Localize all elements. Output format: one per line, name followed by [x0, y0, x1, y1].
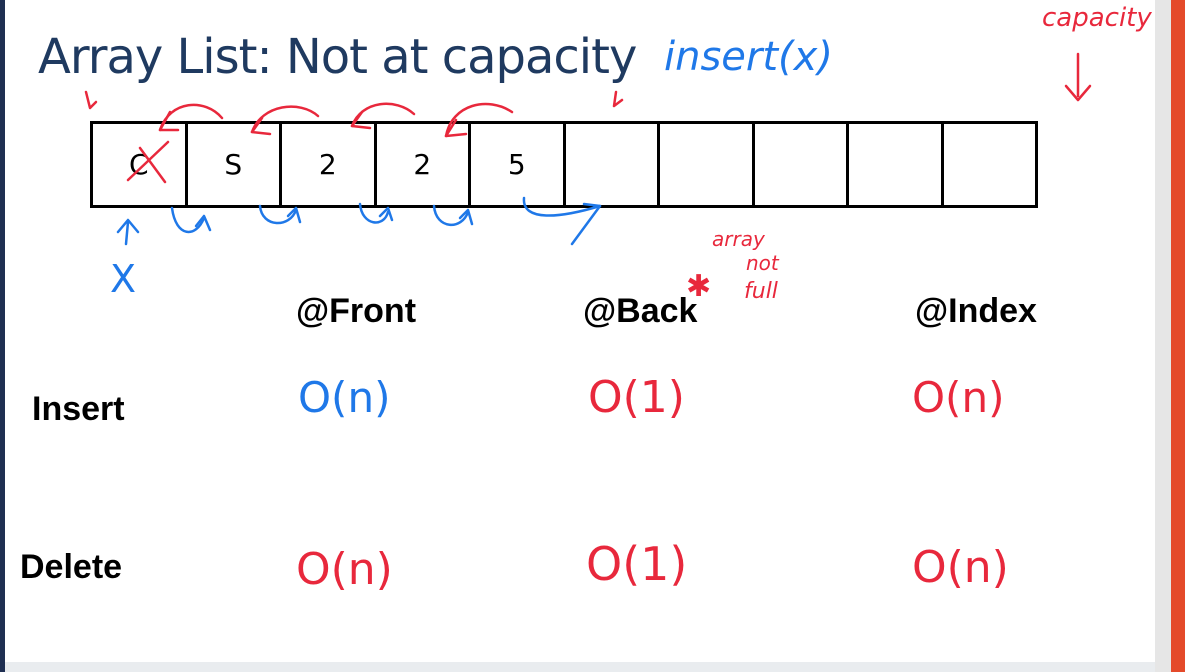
row-header-delete: Delete: [20, 548, 123, 586]
array-cell: 5: [471, 124, 566, 205]
right-margin: [1155, 0, 1171, 672]
array-cell: [849, 124, 944, 205]
down-arrow-icon: [1064, 52, 1092, 102]
capacity-note: capacity: [1042, 3, 1152, 33]
array-cell: C: [93, 124, 188, 205]
array-cell: [566, 124, 660, 205]
array-not-full-note-1: array: [712, 227, 766, 251]
array-cell: [755, 124, 849, 205]
array-cell: S: [188, 124, 282, 205]
complexity-insert-index: O(n): [912, 373, 1004, 422]
blue-handwriting: insert(x) X O(n): [110, 34, 833, 422]
slide-title: Array List: Not at capacity: [38, 29, 637, 85]
array-not-full-note-3: full: [744, 279, 778, 304]
insert-call-note: insert(x): [664, 34, 833, 80]
complexity-insert-back: O(1): [588, 372, 685, 423]
right-accent-bar: [1171, 0, 1185, 672]
column-header-back: @Back: [583, 292, 698, 330]
complexity-delete-index: O(n): [912, 542, 1009, 593]
left-accent-bar: [0, 0, 5, 672]
new-element-note: X: [110, 257, 136, 301]
array-cell: 2: [377, 124, 471, 205]
bottom-strip: [5, 662, 1155, 672]
array-cell: [660, 124, 755, 205]
row-header-insert: Insert: [32, 390, 125, 428]
column-header-front: @Front: [296, 292, 417, 330]
array-cell: 2: [282, 124, 377, 205]
column-header-index: @Index: [915, 292, 1037, 330]
array-diagram: C S 2 2 5: [90, 121, 1038, 208]
array-not-full-note-2: not: [746, 251, 780, 275]
complexity-insert-front: O(n): [298, 373, 390, 422]
array-cell: [944, 124, 1036, 205]
index-marker: [84, 90, 624, 110]
complexity-delete-back: O(1): [586, 537, 687, 591]
complexity-delete-front: O(n): [296, 544, 393, 595]
